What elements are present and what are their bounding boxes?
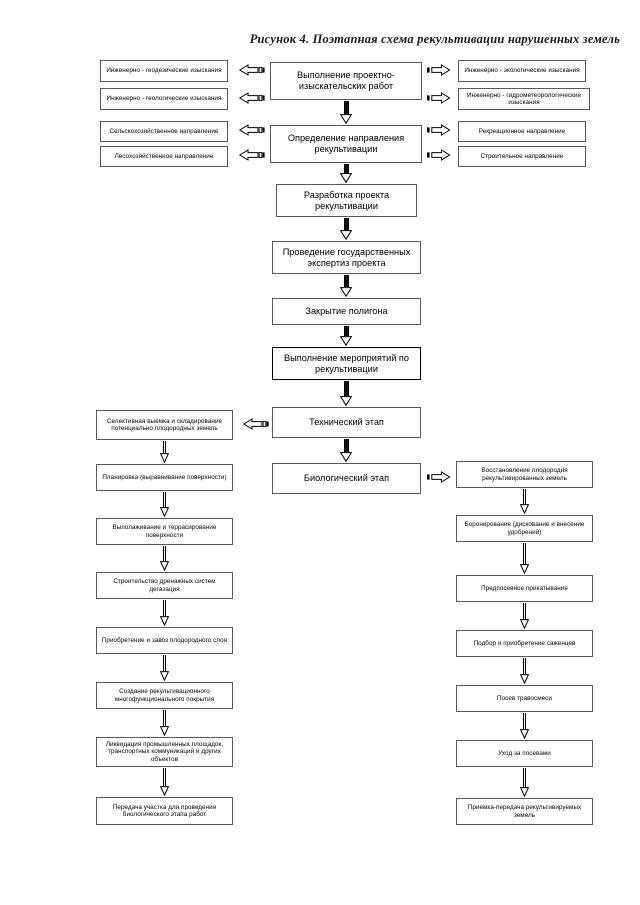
node-provedenie-gosudarstvennyh-ekspertiz-proekta[interactable]: Проведение государственных экспертиз про… [272,241,421,274]
arrow-right-block-icon [426,149,452,161]
arrow-down-block-icon [519,603,529,629]
arrow-down-block-icon [340,275,352,297]
arrow-right-block-icon [426,124,452,136]
node-label: Предпосевное прикатывание [481,584,568,592]
node-label: Разработка проекта рекультивации [303,189,390,211]
node-planirovka[interactable]: Планировка (выравнивание поверхности) [96,464,233,491]
node-tehnicheskij-etap[interactable]: Технический этап [272,407,421,438]
arrow-left-block-icon [238,418,269,430]
arrow-down-block-icon [519,768,529,797]
node-selskohozyajstvennoe-napravlenie[interactable]: Сельскохозяйственное направление [100,121,228,142]
node-label: Боронирование (дискование и внесение удо… [464,521,585,536]
node-vypolnenie-proektno-izyskatelskih-rabot[interactable]: Выполнение проектно-изыскательских работ [270,62,422,100]
node-predposevnoe-prikatyvanie[interactable]: Предпосевное прикатывание [456,575,593,602]
arrow-down-block-icon [340,164,352,183]
node-label: Сельскохозяйственное направление [109,127,219,135]
arrow-down-block-icon [159,768,169,796]
node-label: Селективная выемка и складирование потен… [106,417,223,432]
node-label: Проведение государственных экспертиз про… [282,246,411,268]
node-stroitelstvo-drenazhnyh-sistem[interactable]: Строительство дренажных систем дегазация [96,572,233,599]
node-label: Посев травосмеси [497,694,552,702]
node-label: Передача участка для проведения биологич… [112,803,217,818]
arrow-down-block-icon [159,655,169,681]
arrow-right-block-icon [426,471,452,483]
arrow-left-block-icon [234,92,265,104]
node-label: Создание рекультивационного многофункцио… [114,688,215,703]
arrow-down-block-icon [340,218,352,240]
node-vypolazhivanie-terrasirovanie[interactable]: Выполаживание и террасирование поверхнос… [96,518,233,545]
arrow-down-block-icon [159,492,169,517]
node-priobretenie-zavoz-plodorodnogo-sloya[interactable]: Приобретение и завоз плодородного слоя [96,627,233,654]
node-posev-travosmesi[interactable]: Посев травосмеси [456,685,593,712]
node-biologicheskij-etap[interactable]: Биологический этап [272,463,421,494]
node-selektivnaya-vyemka[interactable]: Селективная выемка и складирование потен… [96,410,233,440]
arrow-down-block-icon [519,658,529,684]
arrow-down-block-icon [519,489,529,514]
node-inzhenerno-gidrometeorologicheskie-izyskaniya[interactable]: Инженерно - гидрометеорологические изыск… [458,88,590,110]
node-peredacha-uchastka[interactable]: Передача участка для проведения биологич… [96,797,233,825]
arrow-left-block-icon [234,64,265,76]
arrow-down-block-icon [519,713,529,739]
node-vypolnenie-meropriyatij-po-rekultivacii[interactable]: Выполнение мероприятий по рекультивации [272,347,421,380]
node-inzhenerno-geologicheskie-izyskaniya[interactable]: Инженерно - геологические изыскания [100,88,228,110]
node-lesohozyajstvennoe-napravlenie[interactable]: Лесохозяйственное направление [100,146,228,167]
node-label: Строительное направление [480,152,564,160]
arrow-down-block-icon [159,441,169,463]
arrow-left-block-icon [234,124,265,136]
arrow-down-block-icon [340,101,352,124]
node-label: Закрытие полигона [305,306,388,317]
node-label: Технический этап [309,417,384,428]
arrow-left-block-icon [234,149,265,161]
node-label: Инженерно - геологические изыскания [106,95,222,103]
node-vosstanovlenie-plodorodiya[interactable]: Восстановление плодородия рекультивирова… [456,461,593,488]
node-label: Инженерно - экологические изыскания [464,67,580,75]
node-label: Выполаживание и террасирование поверхнос… [112,524,217,539]
node-label: Рекреационное направление [478,127,566,135]
node-label: Биологический этап [303,473,390,484]
arrow-down-block-icon [340,439,352,462]
node-label: Выполнение мероприятий по рекультивации [284,352,409,374]
node-label: Приемка-передача рекультивируемых земель [467,804,582,819]
arrow-right-block-icon [426,92,452,104]
node-label: Подбор и приобретение саженцев [473,639,576,647]
arrow-down-block-icon [159,710,169,736]
node-razrabotka-proekta-rekultivacii[interactable]: Разработка проекта рекультивации [276,184,417,217]
arrow-down-block-icon [340,381,352,406]
figure-title: Рисунок 4. Поэтапная схема рекультивации… [249,32,620,46]
node-inzhenerno-geodezicheskie-izyskaniya[interactable]: Инженерно - геодезические изыскания [100,60,228,82]
node-label: Инженерно - гидрометеорологические изыск… [466,91,582,106]
node-label: Строительство дренажных систем дегазация [113,578,216,593]
node-inzhenerno-ekologicheskie-izyskaniya[interactable]: Инженерно - экологические изыскания [458,60,586,82]
node-likvidaciya-promyshlennyh-ploshchadok[interactable]: Ликвидация промышленных площадок, трансп… [96,737,233,767]
node-uhod-za-posevami[interactable]: Уход за посевами [456,740,593,767]
node-priemka-peredacha-rekultiviruemyh-zemel[interactable]: Приемка-передача рекультивируемых земель [456,798,593,825]
node-label: Ликвидация промышленных площадок, трансп… [105,740,224,763]
node-label: Лесохозяйственное направление [114,152,214,160]
node-label: Инженерно - геодезические изыскания [106,67,222,75]
node-zakrytie-poligona[interactable]: Закрытие полигона [272,298,421,325]
arrow-down-block-icon [159,546,169,571]
node-rekreacionnoe-napravlenie[interactable]: Рекреационное направление [458,121,586,142]
node-label: Уход за посевами [498,749,551,757]
node-label: Приобретение и завоз плодородного слоя [101,636,228,644]
arrow-down-block-icon [340,326,352,346]
node-label: Восстановление плодородия рекультивирова… [481,467,568,482]
node-label: Определение направления рекультивации [287,133,405,154]
arrow-down-block-icon [519,543,529,574]
node-label: Выполнение проектно-изыскательских работ [297,70,395,91]
node-stroitelnoe-napravlenie[interactable]: Строительное направление [458,146,586,167]
node-label: Планировка (выравнивание поверхности) [102,473,227,481]
arrow-right-block-icon [426,64,452,76]
node-sozdanie-rekultivacionnogo-pokrytiya[interactable]: Создание рекультивационного многофункцио… [96,682,233,709]
node-opredelenie-napravleniya-rekultivacii[interactable]: Определение направления рекультивации [270,125,422,163]
arrow-down-block-icon [159,600,169,626]
node-podbor-priobretenie-sazhencev[interactable]: Подбор и приобретение саженцев [456,630,593,657]
node-boronirovanie[interactable]: Боронирование (дискование и внесение удо… [456,515,593,542]
